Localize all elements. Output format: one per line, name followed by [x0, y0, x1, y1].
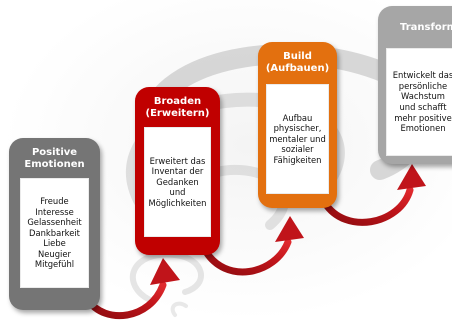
body-line: Mitgefühl	[34, 259, 75, 270]
card-positive-emotions: Positive Emotionen Freude Interesse Gela…	[9, 138, 100, 310]
card-title: Broaden (Erweitern)	[135, 96, 220, 120]
body-line: Entwickelt das	[392, 70, 452, 81]
body-line: mehr positive	[394, 112, 452, 123]
body-line: Dankbarkeit	[29, 227, 80, 238]
body-line: und	[169, 187, 186, 198]
card-body: Aufbau physischer, mentaler und sozialer…	[266, 84, 329, 194]
body-line: Fähigkeiten	[273, 154, 322, 165]
body-line: physischer,	[273, 123, 322, 134]
card-transform: Transform Entwickelt das persönliche Wac…	[378, 6, 452, 164]
body-line: Wachstum	[401, 91, 445, 102]
body-line: persönliche	[398, 80, 448, 91]
title-line: Broaden	[153, 96, 202, 107]
body-line: Erweitert das	[149, 155, 206, 166]
title-line: (Aufbauen)	[265, 63, 330, 74]
body-line: mentaler und	[269, 133, 326, 144]
title-line: Transform	[400, 22, 452, 33]
swirl-tip	[170, 301, 188, 317]
body-line: Aufbau	[282, 112, 313, 123]
arrow-build-to-transform	[321, 164, 426, 226]
card-broaden: Broaden (Erweitern) Erweitert das Invent…	[135, 87, 220, 255]
body-line: und schafft	[399, 102, 447, 112]
body-line: Gedanken	[156, 176, 199, 187]
body-line: Inventar der	[151, 166, 204, 177]
card-title: Transform	[378, 22, 452, 34]
body-line: Möglichkeiten	[148, 197, 207, 208]
body-line: Liebe	[43, 238, 66, 249]
title-line: Build	[283, 51, 312, 62]
title-line: (Erweitern)	[145, 108, 210, 119]
title-line: Emotionen	[24, 159, 85, 170]
card-title: Build (Aufbauen)	[258, 51, 337, 75]
body-line: Freude	[40, 195, 69, 206]
card-body: Erweitert das Inventar der Gedanken und …	[144, 127, 211, 237]
card-body: Entwickelt das persönliche Wachstum und …	[386, 48, 452, 156]
body-line: Emotionen	[400, 123, 446, 134]
card-build: Build (Aufbauen) Aufbau physischer, ment…	[258, 42, 337, 208]
title-line: Positive	[31, 147, 78, 158]
body-line: sozialer	[281, 144, 314, 155]
arrow-positive-to-broaden	[84, 258, 180, 319]
body-line: Interesse	[35, 206, 74, 217]
body-line: Neugier	[38, 248, 71, 259]
card-title: Positive Emotionen	[9, 147, 100, 171]
arrow-broaden-to-build	[201, 216, 304, 276]
body-line: Gelassenheit	[27, 217, 82, 228]
card-body: Freude Interesse Gelassenheit Dankbarkei…	[20, 178, 89, 288]
